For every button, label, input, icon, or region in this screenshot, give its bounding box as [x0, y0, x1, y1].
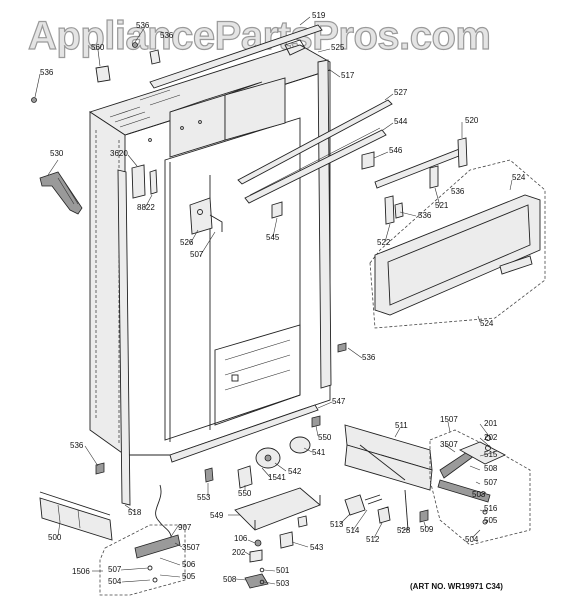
- callout-label: 525: [331, 43, 345, 52]
- callout-label: 202: [484, 433, 498, 442]
- callout-label: 202: [232, 548, 246, 557]
- callout-label: 545: [266, 233, 280, 242]
- top-rail: [149, 24, 323, 89]
- callout-label: 536: [418, 211, 432, 220]
- callout-label: 505: [182, 572, 196, 581]
- callout-label: 522: [377, 238, 391, 247]
- art-number: (ART NO. WR19971 C34): [410, 582, 503, 591]
- callout-label: 544: [394, 117, 408, 126]
- callout-label: 547: [332, 397, 346, 406]
- callout-label: 549: [210, 511, 224, 520]
- callout-label: 1506: [72, 567, 90, 576]
- callout-label: 517: [341, 71, 355, 80]
- left-side-rail: [117, 169, 131, 506]
- callout-label: 507: [484, 478, 498, 487]
- callout-label: 8822: [137, 203, 155, 212]
- right-roller-group-outline: [429, 429, 531, 546]
- callout-label: 520: [465, 116, 479, 125]
- callout-label: 509: [420, 525, 434, 534]
- callout-label: 560: [91, 43, 105, 52]
- callout-label: 536: [40, 68, 54, 77]
- callout-label: 530: [50, 149, 64, 158]
- leader-lines: [34, 16, 513, 585]
- callout-label: 501: [276, 566, 290, 575]
- freezer-door-frame: [374, 194, 541, 316]
- callout-label: 518: [128, 508, 142, 517]
- callout-label: 553: [197, 493, 211, 502]
- callout-label: 503: [472, 490, 486, 499]
- callout-label: 546: [389, 146, 403, 155]
- callout-label: 514: [346, 526, 360, 535]
- callout-label: 507: [190, 250, 204, 259]
- top-hinge: [39, 171, 83, 215]
- callout-label: 524: [480, 319, 494, 328]
- callout-label: 516: [484, 504, 498, 513]
- callout-label: 526: [180, 238, 194, 247]
- cabinet-case: [88, 44, 331, 456]
- callout-label: 508: [484, 464, 498, 473]
- callout-label: 524: [512, 173, 526, 182]
- callout-label: 528: [397, 526, 411, 535]
- callout-label: 3507: [440, 440, 458, 449]
- callout-label: 3507: [182, 543, 200, 552]
- callout-label: 506: [182, 560, 196, 569]
- callout-label: 521: [435, 201, 449, 210]
- callout-label: 536: [70, 441, 84, 450]
- callout-label: 541: [312, 448, 326, 457]
- callout-label: 543: [310, 543, 324, 552]
- callout-label: 515: [484, 450, 498, 459]
- callout-label: 503: [276, 579, 290, 588]
- callout-label: 3620: [110, 149, 128, 158]
- callout-label: 536: [451, 187, 465, 196]
- callout-label: 536: [136, 21, 150, 30]
- callout-label: 504: [465, 535, 479, 544]
- callout-label: 106: [234, 534, 248, 543]
- callout-label: 550: [238, 489, 252, 498]
- callout-label: 550: [318, 433, 332, 442]
- callout-label: 1507: [440, 415, 458, 424]
- freezer-door-group-outline: [369, 159, 546, 329]
- callout-label: 500: [48, 533, 62, 542]
- callout-labels: 519 536 560 536 525 536 517 527 544 530 3620 546 520…: [40, 11, 526, 588]
- bottom-left-rail: [39, 497, 113, 541]
- callout-label: 513: [330, 520, 344, 529]
- upper-cross-rail: [237, 99, 393, 185]
- callout-label: 519: [312, 11, 326, 20]
- callout-label: 536: [160, 31, 174, 40]
- callout-label: 511: [395, 421, 408, 430]
- hose: [155, 484, 173, 541]
- right-side-rail: [317, 59, 332, 389]
- callout-label: 1541: [268, 473, 286, 482]
- callout-label: 507: [108, 565, 122, 574]
- roller-group-outline: [99, 524, 186, 596]
- callout-label: 527: [394, 88, 408, 97]
- callout-label: 512: [366, 535, 380, 544]
- callout-label: 508: [223, 575, 237, 584]
- callout-label: 505: [484, 516, 498, 525]
- callout-label: 504: [108, 577, 122, 586]
- callout-label: 907: [178, 523, 192, 532]
- bottom-rail: [169, 404, 319, 463]
- callout-label: 536: [362, 353, 376, 362]
- callout-label: 542: [288, 467, 302, 476]
- lower-cross-rail: [244, 129, 387, 204]
- callout-label: 201: [484, 419, 498, 428]
